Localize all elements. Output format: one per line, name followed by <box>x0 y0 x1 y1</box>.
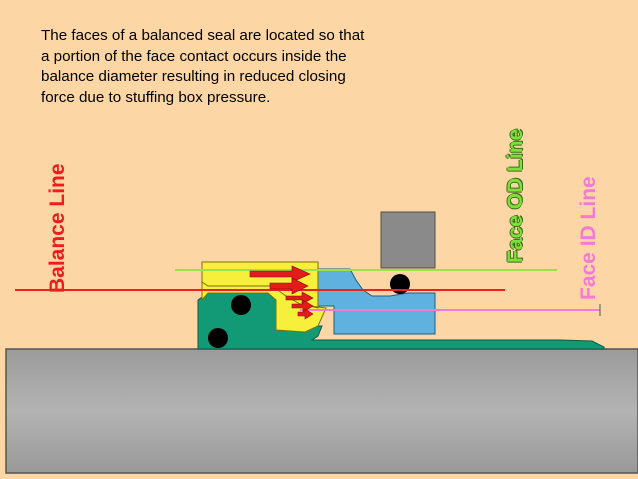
o-ring-rotary-face <box>231 295 251 315</box>
face-id-line-label: Face ID Line <box>577 176 600 300</box>
face-od-line-label: Face OD Line <box>504 128 527 263</box>
caption-text: The faces of a balanced seal are located… <box>41 27 365 106</box>
balance-line-label: Balance Line <box>46 163 69 293</box>
pressure-arrow-2 <box>269 277 309 295</box>
pressure-arrows <box>249 265 314 320</box>
pressure-arrow-5 <box>297 308 314 320</box>
stationary-face <box>317 268 436 335</box>
pressure-arrow-1 <box>249 265 311 283</box>
o-ring-shaft <box>208 328 228 348</box>
pressure-arrow-4 <box>291 299 314 313</box>
pressure-arrow-3 <box>285 291 314 305</box>
shaft <box>5 348 638 474</box>
gland-block <box>380 211 436 269</box>
